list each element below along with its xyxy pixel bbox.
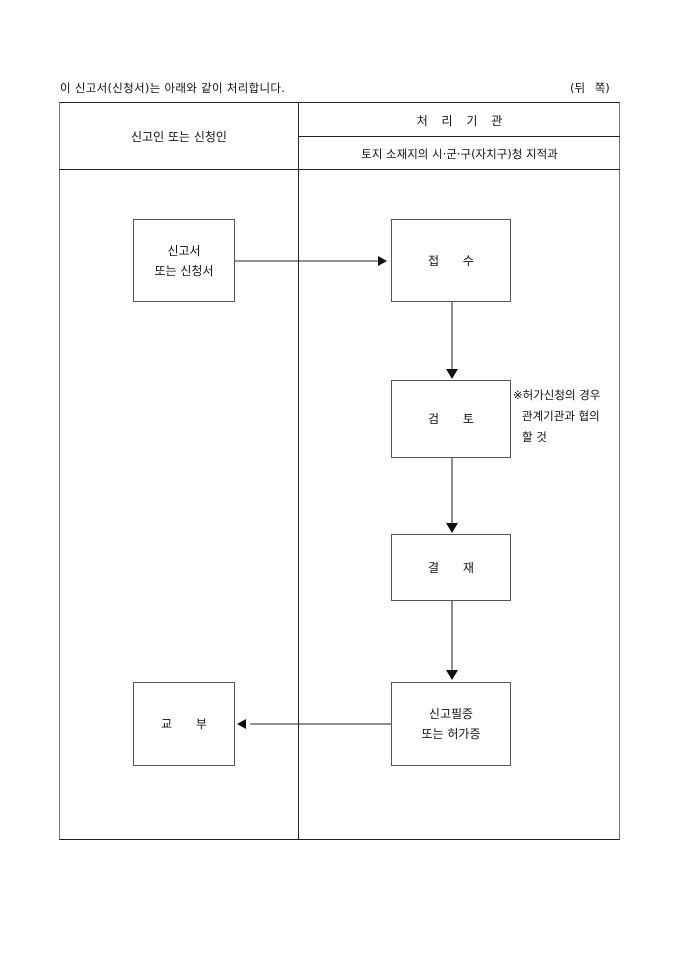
review-note-line1: ※허가신청의 경우	[513, 388, 601, 402]
arrow-down-icon	[446, 369, 458, 379]
intro-text: 이 신고서(신청서)는 아래와 같이 처리합니다.	[60, 81, 286, 95]
step-application: 신고서 또는 신청서	[133, 219, 235, 302]
review-note-line2: 관계기관과 협의	[522, 409, 600, 423]
step-review: 검 토	[391, 380, 511, 458]
column-divider	[298, 102, 299, 840]
agency-header-divider	[298, 136, 620, 137]
step-certificate-line2: 또는 허가증	[421, 727, 481, 741]
agency-column-header: 처 리 기 관	[416, 114, 503, 128]
step-delivery: 교 부	[133, 682, 235, 766]
step-approval-label: 결 재	[428, 560, 484, 575]
arrow-right-icon	[378, 256, 387, 266]
step-application-line2: 또는 신청서	[154, 263, 214, 278]
step-receipt-label: 접 수	[428, 253, 484, 268]
step-application-line1: 신고서	[167, 243, 201, 258]
step-certificate-line1: 신고필증	[428, 707, 474, 721]
step-approval: 결 재	[391, 534, 511, 601]
applicant-column-header: 신고인 또는 신청인	[131, 130, 227, 144]
arrow-left-icon	[237, 719, 246, 729]
arrow-down-icon	[446, 670, 458, 680]
review-note-line3: 할 것	[522, 430, 547, 444]
process-table	[59, 102, 620, 840]
step-delivery-label: 교 부	[161, 717, 217, 731]
header-bottom-line	[59, 169, 620, 170]
review-note: ※허가신청의 경우 관계기관과 협의 할 것	[513, 385, 600, 448]
step-receipt: 접 수	[391, 219, 511, 302]
arrow-down-icon	[446, 523, 458, 533]
step-certificate-issue: 신고필증 또는 허가증	[391, 682, 511, 766]
step-review-label: 검 토	[428, 412, 484, 426]
agency-department: 토지 소재지의 시·군·구(자치구)청 지적과	[361, 147, 558, 161]
page-side-label: (뒤 쪽)	[570, 81, 610, 95]
